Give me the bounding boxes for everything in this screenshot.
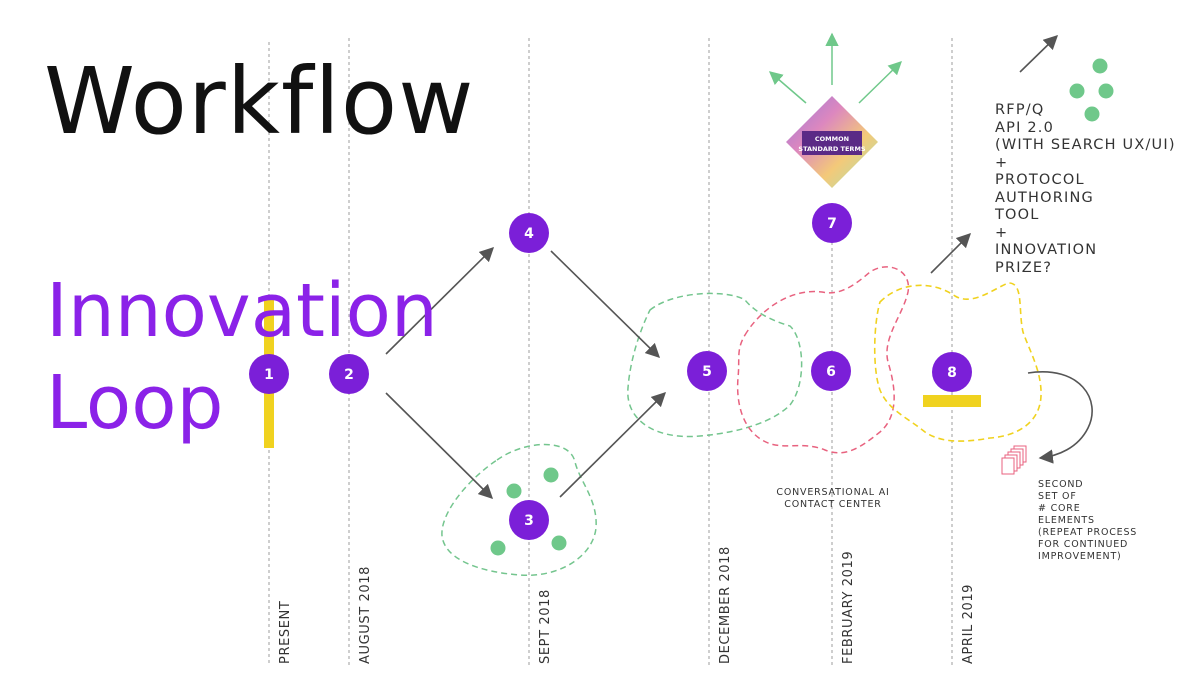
timeline-label-april-2019: APRIL 2019	[961, 584, 976, 664]
node-7-label: 7	[827, 216, 837, 232]
arrow-icon	[1019, 34, 1059, 73]
badge-line-1: COMMON	[815, 135, 849, 143]
milestone-note-april: RFP/Q API 2.0 (WITH SEARCH UX/UI) + PROT…	[995, 102, 1176, 276]
timeline-label-december-2018: DECEMBER 2018	[718, 546, 733, 664]
arrow-icon	[768, 71, 807, 104]
green-cluster-outline-december	[627, 292, 803, 438]
green-dot	[551, 535, 567, 551]
badge-diamond-icon: COMMON STANDARD TERMS	[786, 96, 878, 188]
node-8: 8	[932, 352, 972, 392]
arrow-icon	[550, 250, 661, 359]
green-dot	[506, 483, 522, 499]
node-6: 6	[811, 351, 851, 391]
node-3-label: 3	[524, 513, 534, 529]
node-5-label: 5	[702, 364, 712, 380]
node-4: 4	[509, 213, 549, 253]
node-5: 5	[687, 351, 727, 391]
node-2-label: 2	[344, 367, 354, 383]
green-cluster-outline-sept	[441, 443, 597, 576]
second-set-note: SECOND SET OF # CORE ELEMENTS (REPEAT PR…	[1038, 479, 1138, 562]
yellow-marker-april	[923, 395, 981, 407]
document-stack-icon	[1001, 445, 1027, 475]
green-dot	[1069, 83, 1085, 99]
arrow-icon	[385, 392, 494, 500]
arrow-icon	[930, 232, 972, 274]
node-8-label: 8	[947, 365, 957, 381]
subtitle-loop: Loop	[46, 360, 224, 446]
timeline-label-february-2019: FEBRUARY 2019	[841, 551, 856, 664]
timeline-label-sept-2018: SEPT 2018	[538, 589, 553, 664]
conversational-ai-note: CONVERSATIONAL AI CONTACT CENTER	[776, 487, 890, 510]
node-7: 7	[812, 203, 852, 243]
green-dot	[490, 540, 506, 556]
node-3: 3	[509, 500, 549, 540]
green-dot	[543, 467, 559, 483]
node-1: 1	[249, 354, 289, 394]
timeline-label-august-2018: AUGUST 2018	[358, 566, 373, 664]
arrow-icon	[1027, 371, 1093, 464]
node-4-label: 4	[524, 226, 534, 242]
arrow-icon	[858, 61, 902, 104]
subtitle-innovation: Innovation	[46, 268, 438, 354]
page-title: Workflow	[44, 48, 475, 155]
timeline-gridlines	[268, 38, 953, 665]
node-2: 2	[329, 354, 369, 394]
yellow-cluster-outline-april	[873, 282, 1042, 442]
green-dot	[1098, 83, 1114, 99]
pink-cluster-outline-february	[736, 266, 910, 454]
badge-line-2: STANDARD TERMS	[798, 145, 866, 153]
arrow-icon	[385, 246, 495, 355]
green-dot	[1084, 106, 1100, 122]
timeline-label-present: PRESENT	[278, 601, 293, 664]
node-1-label: 1	[264, 367, 274, 383]
node-6-label: 6	[826, 364, 836, 380]
green-dot	[1092, 58, 1108, 74]
arrow-icon	[559, 391, 667, 498]
